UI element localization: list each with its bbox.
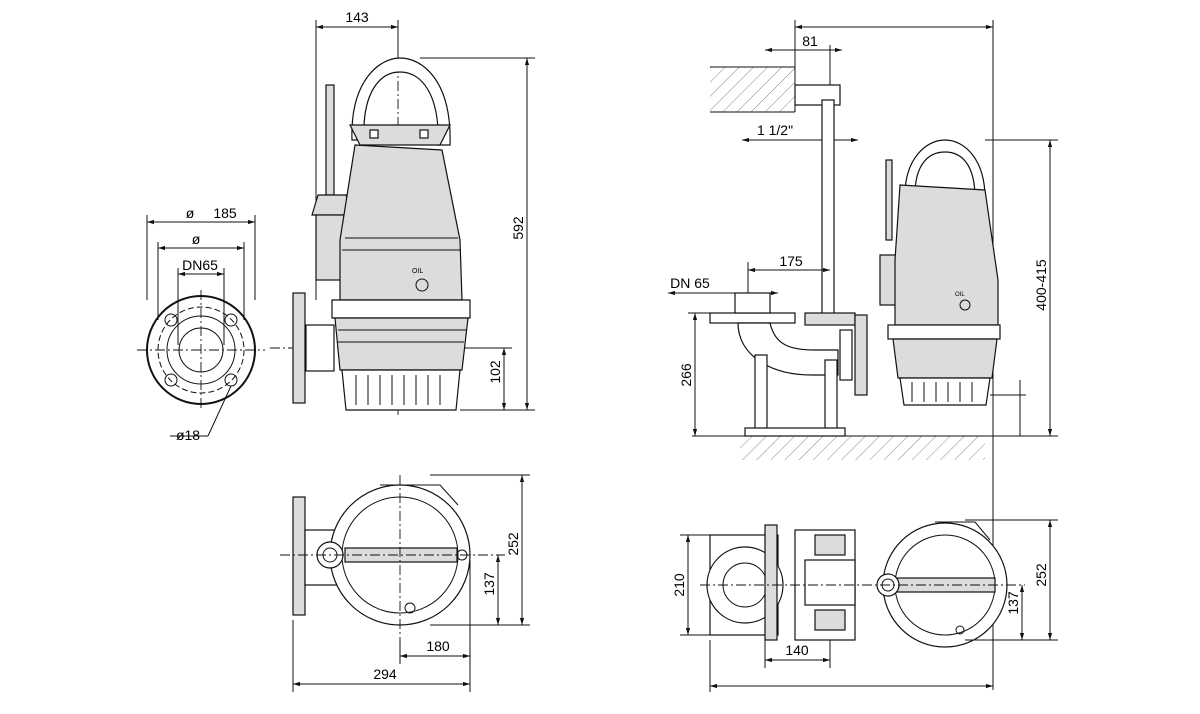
base-height-dimension: 266 — [678, 363, 694, 387]
top-right-depth-dimension: 252 — [1033, 563, 1049, 587]
outlet-distance-dimension: 175 — [779, 253, 803, 269]
installation-nominal-label: DN 65 — [670, 275, 710, 291]
top-right-center-dimension: 137 — [1005, 591, 1021, 615]
top-left-offset-dimension: 180 — [426, 638, 450, 654]
installation-top-view: 210 140 252 137 — [671, 519, 1058, 692]
side-outlet-height-dimension: 102 — [487, 360, 503, 384]
pipe-offset-dimension: 81 — [802, 33, 818, 49]
top-left-depth-dimension: 252 — [505, 532, 521, 556]
side-height-dimension: 592 — [510, 216, 526, 240]
installed-oil-label: OIL — [955, 292, 965, 298]
side-oil-label: OIL — [412, 268, 423, 275]
top-right-base-width-dimension: 140 — [785, 642, 809, 658]
top-left-center-dimension: 137 — [481, 572, 497, 596]
flange-outer-diameter-symbol: ø — [186, 205, 195, 221]
pump-side-view: 143 592 102 OIL — [270, 9, 535, 418]
pipe-size-label: 1 1/2" — [757, 122, 793, 138]
pump-height-dimension: 400-415 — [1033, 259, 1049, 311]
top-right-flange-width-dimension: 210 — [671, 573, 687, 597]
pump-top-view-left: 294 180 252 137 — [280, 474, 530, 692]
flange-nominal-label: DN65 — [182, 257, 218, 273]
top-left-width-dimension: 294 — [373, 666, 397, 682]
installation-side-view: 81 1 1/2" 175 DN 65 266 OIL — [668, 20, 1058, 690]
flange-bolt-circle-label: ø — [192, 231, 201, 247]
flange-front-view: ø 185 ø DN65 ø18 — [137, 205, 265, 443]
side-width-dimension: 143 — [345, 9, 369, 25]
flange-bolt-hole-label: ø18 — [176, 427, 200, 443]
flange-outer-diameter-label: 185 — [213, 205, 237, 221]
